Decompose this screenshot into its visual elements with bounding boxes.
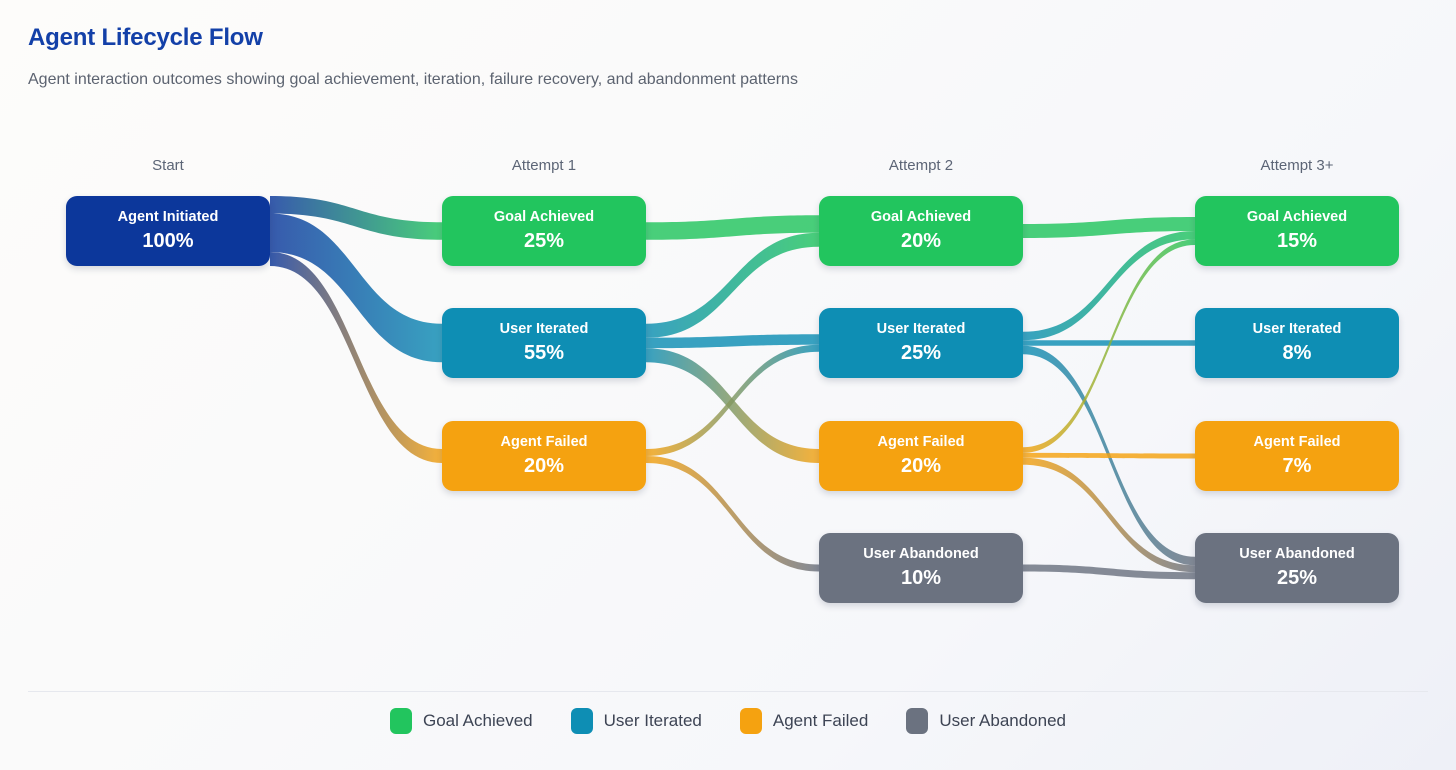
node-value: 55% [523, 341, 565, 364]
agent-failed-swatch [739, 708, 762, 734]
node-a2_goal[interactable]: Goal Achieved 20% [819, 196, 1023, 266]
node-label: User Iterated [876, 321, 966, 338]
node-value: 100% [142, 229, 194, 252]
legend-label: Goal Achieved [422, 711, 533, 730]
node-a3_goal[interactable]: Goal Achieved 15% [1195, 196, 1399, 266]
column-header-attempt-3: Attempt 3+ [1260, 157, 1334, 174]
node-label: User Iterated [1252, 321, 1342, 338]
flow-link-a2_goal-to-a3_goal [1023, 217, 1195, 238]
node-a2_aban[interactable]: User Abandoned 10% [819, 533, 1023, 603]
node-value: 15% [1276, 229, 1318, 252]
legend-item[interactable]: Agent Failed [739, 708, 869, 734]
node-a2_fail[interactable]: Agent Failed 20% [819, 421, 1023, 491]
flow-link-a2_aban-to-a3_aban [1023, 564, 1195, 580]
flow-link-a1_iter-to-a2_goal [646, 232, 819, 338]
flow-link-a1_iter-to-a2_iter [646, 334, 819, 349]
node-start[interactable]: Agent Initiated 100% [66, 196, 270, 266]
flow-link-start-to-a1_fail [270, 252, 442, 463]
legend-label: Agent Failed [772, 711, 869, 730]
legend-item[interactable]: User Iterated [570, 708, 702, 734]
node-a3_aban[interactable]: User Abandoned 25% [1195, 533, 1399, 603]
sankey-ribbons [270, 196, 1195, 580]
flow-link-a2_fail-to-a3_aban [1023, 457, 1195, 573]
node-label: Agent Initiated [117, 209, 219, 226]
node-a1_fail[interactable]: Agent Failed 20% [442, 421, 646, 491]
legend-item[interactable]: User Abandoned [906, 708, 1066, 734]
flow-link-a2_fail-to-a3_goal [1023, 239, 1195, 453]
node-value: 10% [900, 566, 942, 589]
page-subtitle: Agent interaction outcomes showing goal … [28, 71, 798, 88]
node-label: Agent Failed [1253, 434, 1341, 451]
legend-item[interactable]: Goal Achieved [389, 708, 533, 734]
node-label: User Abandoned [1239, 546, 1355, 563]
flow-link-a1_fail-to-a2_iter [646, 344, 819, 456]
node-value: 20% [900, 454, 942, 477]
user-abandoned-swatch [906, 708, 929, 734]
node-value: 25% [523, 229, 565, 252]
legend-label: User Iterated [603, 711, 702, 730]
node-label: Goal Achieved [1246, 209, 1348, 226]
user-iterated-swatch [570, 708, 593, 734]
flow-link-a2_fail-to-a3_fail [1023, 452, 1195, 459]
node-value: 20% [900, 229, 942, 252]
node-value: 7% [1282, 454, 1312, 477]
page-title: Agent Lifecycle Flow [28, 24, 263, 51]
node-label: User Abandoned [863, 546, 979, 563]
node-a1_goal[interactable]: Goal Achieved 25% [442, 196, 646, 266]
column-header-attempt-2: Attempt 2 [888, 157, 954, 174]
node-label: Goal Achieved [493, 209, 595, 226]
flow-link-a2_iter-to-a3_iter [1023, 340, 1195, 346]
legend: Goal Achieved User Iterated Agent Failed Us… [0, 708, 1456, 734]
column-header-start: Start [152, 157, 184, 174]
legend-label: User Abandoned [939, 711, 1066, 730]
flow-link-start-to-a1_iter [270, 213, 442, 363]
flow-link-a2_iter-to-a3_goal [1023, 231, 1195, 341]
legend-divider [28, 691, 1428, 692]
column-header-attempt-1: Attempt 1 [511, 157, 577, 174]
node-label: Goal Achieved [870, 209, 972, 226]
node-label: User Iterated [499, 321, 589, 338]
node-a3_fail[interactable]: Agent Failed 7% [1195, 421, 1399, 491]
goal-achieved-swatch [389, 708, 412, 734]
flow-link-a1_iter-to-a2_fail [646, 348, 819, 463]
node-value: 25% [900, 341, 942, 364]
node-a1_iter[interactable]: User Iterated 55% [442, 308, 646, 378]
node-value: 8% [1282, 341, 1312, 364]
node-value: 25% [1276, 566, 1318, 589]
flow-link-a1_goal-to-a2_goal [646, 215, 819, 240]
node-label: Agent Failed [877, 434, 965, 451]
node-label: Agent Failed [500, 434, 588, 451]
node-a2_iter[interactable]: User Iterated 25% [819, 308, 1023, 378]
flow-link-a1_fail-to-a2_aban [646, 456, 819, 572]
node-a3_iter[interactable]: User Iterated 8% [1195, 308, 1399, 378]
flow-link-start-to-a1_goal [270, 196, 442, 240]
node-value: 20% [523, 454, 565, 477]
